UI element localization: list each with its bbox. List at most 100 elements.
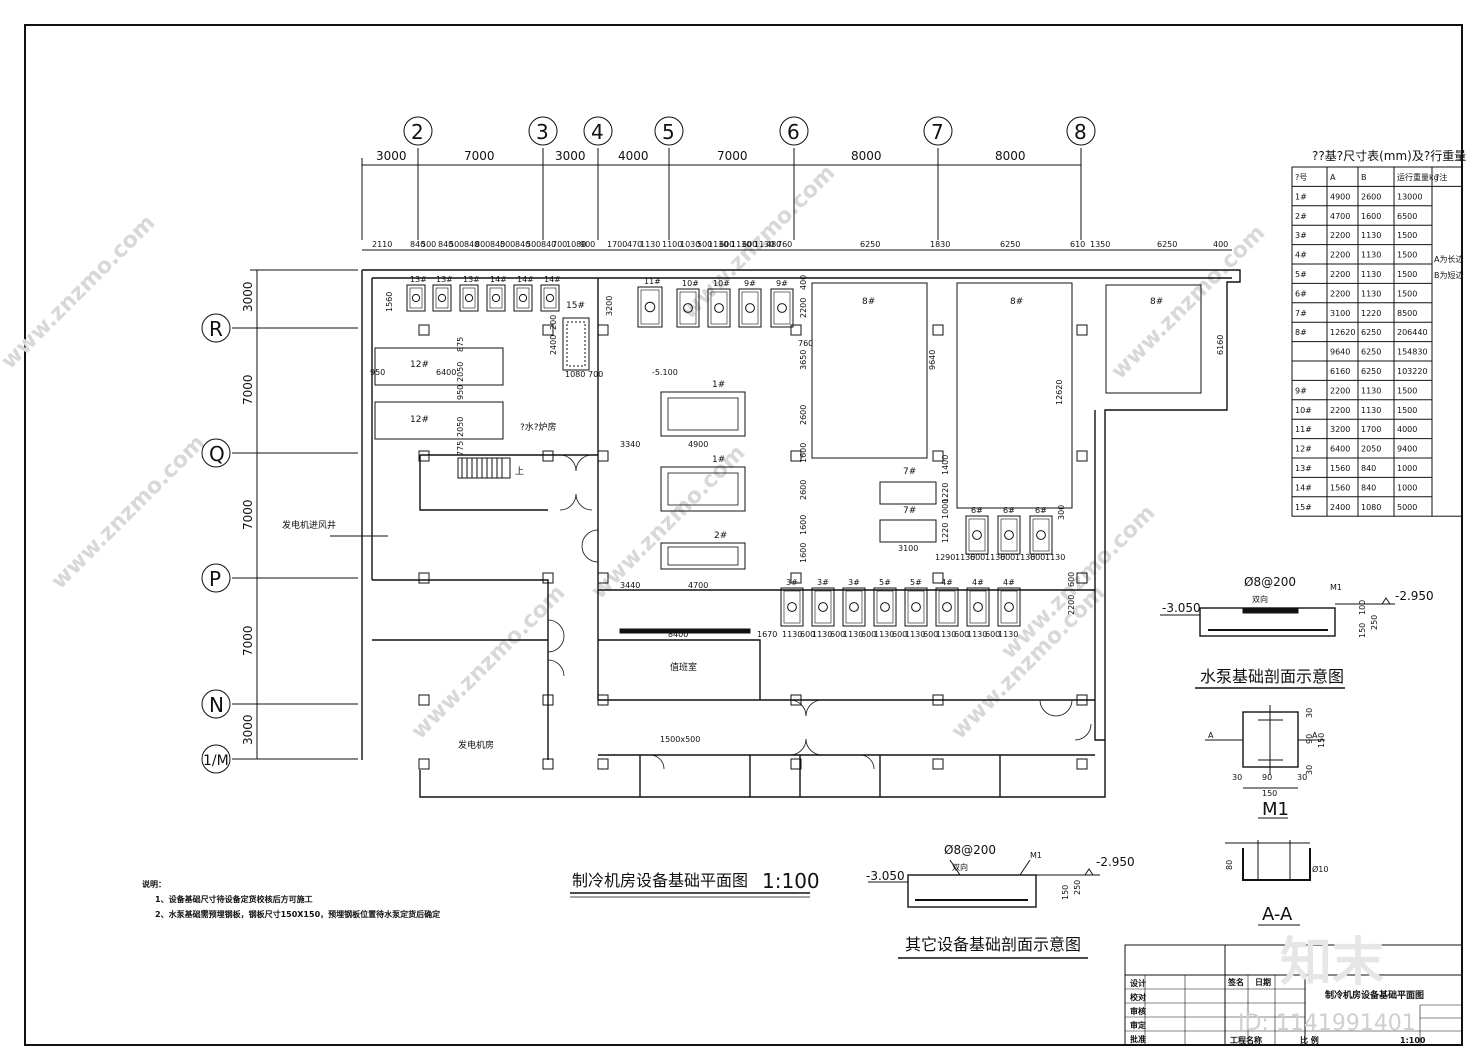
elevation-left: -3.050 [1162,601,1201,615]
table-cell: 6250 [1361,367,1381,376]
dim-label: 600 [954,630,969,639]
dim-label: 3340 [620,440,640,449]
pump-unit: 9# [770,279,794,328]
doors [547,454,1092,770]
table-cell: 13# [1295,464,1312,473]
watermark-text: www.znzmo.com [997,500,1161,664]
dim-label: 8000 [995,149,1026,163]
dim-label: 760 [798,339,813,348]
dim-label: 6250 [860,240,880,249]
table-cell: 6# [1295,289,1307,298]
dim-label: 30 [1297,773,1307,782]
equipment-label: 6# [971,506,983,515]
building-walls [361,269,1241,798]
structural-column [790,572,802,584]
equipment-label: 10# [713,279,730,288]
table-cell: 1130 [1361,289,1381,298]
structural-column [418,694,430,706]
table-cell: 1500 [1397,251,1417,260]
dim-label: 3000 [555,149,586,163]
table-cell: 1220 [1361,309,1381,318]
pump-unit: 6# [965,506,989,555]
dim-label: 600 [923,630,938,639]
m1-label: M1 [1030,851,1042,860]
dim-label: 2200 [1067,595,1076,615]
dim-label: 7000 [241,625,255,656]
table-cell: 1080 [1361,503,1381,512]
structural-column [1076,324,1088,336]
dim-label: 250 [1073,880,1082,895]
equipment-label: 1# [712,380,725,390]
structural-column [932,694,944,706]
dim-label: 700 [588,370,603,379]
dim-label: 950 [370,368,385,377]
table-cell: 7# [1295,309,1307,318]
dim-label: 30 [1305,708,1314,718]
dim-label: 1400 [941,455,950,475]
dim-label: 600 [985,630,1000,639]
dim-label: 2400 [549,335,558,355]
dim-label: 600 [970,553,985,562]
pump-unit: 14# [486,275,507,312]
structural-column [542,694,554,706]
structural-column [597,450,609,462]
table-cell: 13000 [1397,192,1422,201]
dim-label: -5.100 [652,368,678,377]
dim-label: 8400 [668,630,688,639]
direction-label: 双向 [1252,594,1268,604]
dim-label: 2600 [799,405,808,425]
dim-label: 840 [438,240,453,249]
elevation-right: -2.950 [1395,589,1434,603]
grid-label: 5 [662,120,675,144]
dim-label: 1220 [941,523,950,543]
dim-label: 1000 [941,499,950,519]
dim-label: 9640 [928,350,937,370]
room-labels: 发电机进风井 值班室 发电机房 8400 1670 1500x500 [282,519,777,751]
dim-label: 300 [1057,505,1066,520]
equipment-label: 3# [817,578,829,587]
table-cell: 9# [1295,386,1307,395]
equipment-7-group: 7# 7# 3100 1400 1220 1000 1220 1290 300 … [879,455,1076,615]
equipment-label: 1# [712,455,725,465]
dim-label: 600 [861,630,876,639]
dim-label: 480 [766,240,781,249]
dim-label: 1130 [1045,553,1065,562]
grid-label: 2 [411,120,424,144]
equipment-label: 8# [862,297,875,307]
dim-label: 2600 [799,480,808,500]
dim-label: 2110 [372,240,392,249]
table-cell: 1560 [1330,483,1350,492]
watermark-text: www.znzmo.com [947,580,1111,744]
structural-column [790,758,802,770]
table-cell: 4900 [1330,192,1350,201]
table-cell: 4000 [1397,425,1417,434]
table-cell: 2400 [1330,503,1350,512]
dim-label: 600 [742,240,757,249]
dim-label: 1080 [566,240,586,249]
dim-label: 600 [1000,553,1015,562]
equipment-label: 12# [410,360,429,370]
dim-label: 840 [464,240,479,249]
grid-bubbles-columns: 2 3 4 5 6 7 8 [403,116,1096,146]
dim-label: 1130 [640,240,660,249]
dim-label: 250 [1370,615,1379,630]
dim-label: 1080 [565,370,585,379]
dim-label: 30 [1232,773,1242,782]
dim-label: 950 [456,385,465,400]
dim-label: 900 [580,240,595,249]
pump-unit: 4# [997,578,1021,627]
grid-label: 8 [1074,120,1087,144]
table-cell: 103220 [1397,367,1428,376]
table-cell: 3200 [1330,425,1350,434]
dim-label: 500 [449,240,464,249]
dim-label: 2050 [456,362,465,382]
equipment-label: 9# [776,279,788,288]
structural-column [418,758,430,770]
structural-column [542,324,554,336]
dim-label: 1130 [812,630,832,639]
dim-label: 1100 [662,240,682,249]
table-cell: 12# [1295,445,1312,454]
dim-label: 1030 [680,240,700,249]
dim-label: 80 [1225,860,1234,870]
dim-label: 1560 [385,292,394,312]
